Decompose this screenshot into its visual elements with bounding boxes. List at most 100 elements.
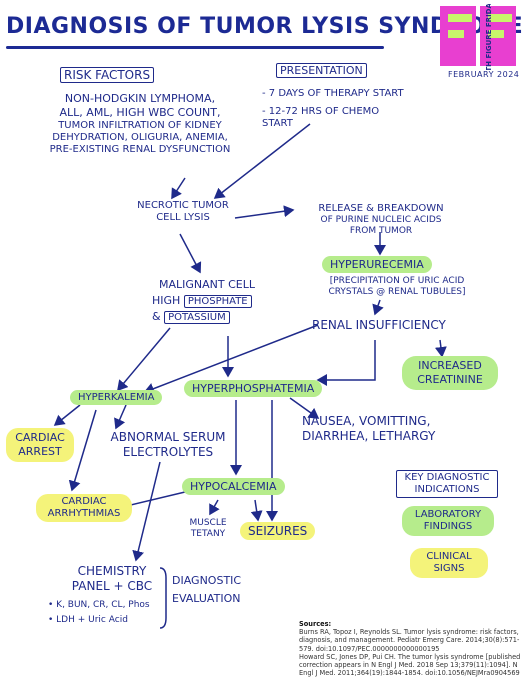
malignant-cell-node: MALIGNANT CELL HIGH PHOSPHATE & POTASSIU… <box>152 278 262 324</box>
legend-header: KEY DIAGNOSTIC INDICATIONS <box>396 470 498 498</box>
arrow-necrotic-to-malignant <box>179 233 202 274</box>
muscle-tetany-node: MUSCLE TETANY <box>178 518 238 540</box>
hypocalcemia-label: HYPOCALCEMIA <box>182 478 285 495</box>
risk-factor-line: PRE-EXISTING RENAL DYSFUNCTION <box>49 144 231 155</box>
math-figure-friday-logo: #MATH FIGURE FRIDAY <box>436 0 522 89</box>
legend-line: SIGNS <box>433 563 465 574</box>
node-line: MALIGNANT CELL <box>159 278 255 291</box>
node-line: CARDIAC <box>61 496 107 507</box>
node-line: [PRECIPITATION OF URIC ACID <box>329 276 465 286</box>
risk-factors-header: RISK FACTORS <box>60 67 155 83</box>
legend-clinical-signs: CLINICAL SIGNS <box>410 548 488 578</box>
cardiac-arrhythmias-node: CARDIAC ARRHYTHMIAS <box>36 494 132 522</box>
seizures-label: SEIZURES <box>240 522 316 540</box>
chemistry-item: • K, BUN, CR, CL, Phos <box>48 600 150 610</box>
presentation-line: - 7 DAYS OF THERAPY START <box>262 88 404 99</box>
node-line: INCREASED <box>418 359 482 372</box>
chemistry-items: • K, BUN, CR, CL, Phos • LDH + Uric Acid <box>48 600 168 626</box>
precipitation-note: [PRECIPITATION OF URIC ACID CRYSTALS @ R… <box>302 276 492 298</box>
potassium-label: POTASSIUM <box>164 311 230 324</box>
hyperuricemia-label: HYPERURECEMIA <box>322 256 432 273</box>
cardiac-arrest-node: CARDIAC ARREST <box>6 428 74 462</box>
arrow-renal-to-hyperkalemia <box>143 324 319 395</box>
node-line: CARDIAC <box>15 431 65 444</box>
presentation-header: PRESENTATION <box>276 63 367 78</box>
node-line: FROM TUMOR <box>349 226 413 236</box>
increased-creatinine-node: INCREASED CREATININE <box>402 356 498 390</box>
arrow-risk-to-necrotic <box>171 177 186 200</box>
arrow-hyperkalemia-to-arrhythmias <box>68 409 97 492</box>
presentation-line: - 12-72 HRS OF CHEMO START <box>262 106 380 129</box>
sources-label: Sources: <box>299 620 332 628</box>
arrow-presentation-to-necrotic <box>213 123 311 199</box>
necrotic-tumor-node: NECROTIC TUMOR CELL LYSIS <box>128 200 238 224</box>
source-reference: Burns RA, Topoz I, Reynolds SL. Tumor ly… <box>299 628 520 653</box>
arrow-hyperphos-to-nausea <box>289 397 320 419</box>
logo-date: FEBRUARY 2024 <box>448 70 520 79</box>
hyperphosphatemia-label: HYPERPHOSPHATEMIA <box>184 380 323 397</box>
arrow-necrotic-to-release <box>234 205 295 219</box>
hyperkalemia-node: HYPERKALEMIA <box>70 390 163 405</box>
node-word: & <box>152 310 161 323</box>
renal-insufficiency-node: RENAL INSUFFICIENCY <box>312 318 446 332</box>
seizures-node: SEIZURES <box>240 522 316 540</box>
risk-factor-line: TUMOR INFILTRATION OF KIDNEY <box>58 120 222 131</box>
chemistry-item: • LDH + Uric Acid <box>48 615 128 625</box>
arrow-malignant-to-hyperkalemia <box>117 327 171 392</box>
legend-laboratory-findings: LABORATORY FINDINGS <box>402 506 494 536</box>
node-line: ARREST <box>18 445 62 458</box>
abnormal-electrolytes-node: ABNORMAL SERUM ELECTROLYTES <box>104 430 232 460</box>
node-line: NECROTIC TUMOR <box>137 200 229 211</box>
node-line: EVALUATION <box>172 592 241 605</box>
node-line: NAUSEA, VOMITTING, <box>302 414 431 428</box>
hyperphosphatemia-node: HYPERPHOSPHATEMIA <box>184 380 323 397</box>
diagnostic-bracket <box>159 567 167 629</box>
arrow-hypocalcemia-to-seizures <box>250 499 263 522</box>
nausea-node: NAUSEA, VOMITTING, DIARRHEA, LETHARGY <box>302 414 472 444</box>
node-line: TETANY <box>190 529 226 539</box>
arrow-abnormal-to-chemistry <box>132 461 161 562</box>
node-line: CREATININE <box>417 373 483 386</box>
arrow-hyperkalemia-to-cardiacarrest <box>53 404 81 426</box>
node-line: ARRHYTHMIAS <box>47 508 121 519</box>
arrow-renal-to-hyperphos <box>316 340 376 386</box>
node-line: CELL LYSIS <box>156 212 210 223</box>
node-line: CHEMISTRY <box>77 564 147 578</box>
page-title: DIAGNOSIS OF TUMOR LYSIS SYNDROME <box>6 14 524 39</box>
arrow-precip-to-renal <box>372 299 384 316</box>
title-underline <box>6 46 384 49</box>
risk-factors-list: NON-HODGKIN LYMPHOMA, ALL, AML, HIGH WBC… <box>20 92 260 156</box>
risk-factor-line: ALL, AML, HIGH WBC COUNT, <box>59 106 221 119</box>
arrow-hyperkalemia-to-abnormal <box>114 404 127 430</box>
legend-line: FINDINGS <box>423 521 473 532</box>
source-reference: Howard SC, Jones DP, Pui CH. The tumor l… <box>299 652 521 678</box>
node-line: ELECTROLYTES <box>122 445 214 459</box>
hyperkalemia-label: HYPERKALEMIA <box>70 390 163 405</box>
diagnostic-evaluation-label: DIAGNOSTIC EVALUATION <box>172 574 252 606</box>
node-line: DIARRHEA, LETHARGY <box>302 429 436 443</box>
legend-line: CLINICAL <box>426 551 472 562</box>
arrow-renal-to-creatinine <box>434 339 447 358</box>
presentation-list: - 7 DAYS OF THERAPY START - 12-72 HRS OF… <box>262 88 412 130</box>
hyperuricemia-node: HYPERURECEMIA <box>322 256 432 273</box>
risk-factor-line: DEHYDRATION, OLIGURIA, ANEMIA, <box>52 132 228 143</box>
hypocalcemia-node: HYPOCALCEMIA <box>182 478 285 495</box>
legend-line: INDICATIONS <box>414 484 480 495</box>
node-line: ABNORMAL SERUM <box>110 430 226 444</box>
node-line: OF PURINE NUCLEIC ACIDS <box>320 215 442 225</box>
release-breakdown-node: RELEASE & BREAKDOWN OF PURINE NUCLEIC AC… <box>296 203 466 237</box>
svg-text:#MATH FIGURE FRIDAY: #MATH FIGURE FRIDAY <box>485 4 493 70</box>
node-line: CRYSTALS @ RENAL TUBULES] <box>328 287 466 297</box>
node-line: MUSCLE <box>189 518 227 528</box>
legend-line: KEY DIAGNOSTIC <box>404 472 490 483</box>
node-line: DIAGNOSTIC <box>172 574 242 587</box>
presentation-label: PRESENTATION <box>276 63 367 78</box>
arrow-hypocalcemia-to-muscle <box>209 499 220 516</box>
node-line: RELEASE & BREAKDOWN <box>318 203 444 214</box>
chemistry-panel-node: CHEMISTRY PANEL + CBC <box>66 564 158 594</box>
sources-block: Sources: Burns RA, Topoz I, Reynolds SL.… <box>299 620 523 677</box>
node-line: PANEL + CBC <box>71 579 153 593</box>
node-word: HIGH <box>152 294 181 307</box>
phosphate-label: PHOSPHATE <box>183 295 252 308</box>
